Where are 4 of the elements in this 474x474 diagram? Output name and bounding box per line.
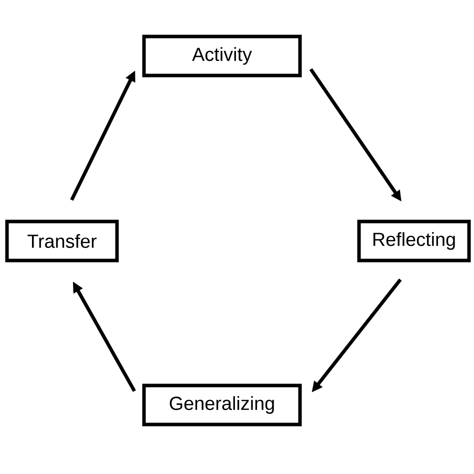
process-box: Reflecting — [357, 220, 471, 262]
process-box: Transfer — [5, 220, 119, 262]
process-box: Generalizing — [142, 384, 302, 426]
process-box: Activity — [142, 34, 302, 78]
